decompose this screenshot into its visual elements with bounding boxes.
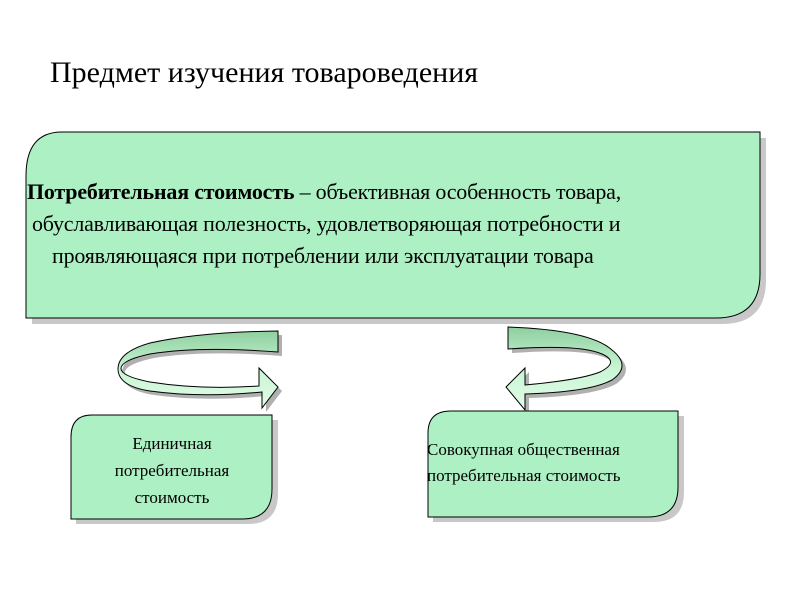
definition-term: Потребительная стоимость: [27, 179, 295, 204]
left-box-label: Единичная потребительная стоимость: [72, 430, 272, 511]
left-box-line-2: потребительная: [114, 461, 230, 480]
slide-title: Предмет изучения товароведения: [50, 56, 479, 89]
right-box: [427, 410, 679, 518]
definition-line-1: Потребительная стоимость – объективная о…: [27, 176, 763, 208]
right-box-label: Совокупная общественная потребительная с…: [427, 437, 689, 489]
definition-line-2: обуславливающая полезность, удовлетворяю…: [32, 211, 621, 236]
definition-line-1-rest: – объективная особенность товара,: [294, 179, 622, 204]
left-box-line-3: стоимость: [134, 488, 210, 507]
right-curved-arrow-icon: [505, 326, 626, 414]
definition-line-3: проявляющаяся при потреблении или эксплу…: [52, 243, 594, 268]
right-box-line-2: потребительная стоимость: [427, 466, 621, 485]
definition-box: [25, 131, 761, 319]
left-curved-arrow-icon: [117, 330, 282, 412]
definition-text: Потребительная стоимость – объективная о…: [27, 176, 763, 272]
left-box-line-1: Единичная: [132, 434, 212, 453]
left-box: [70, 414, 273, 520]
right-box-line-1: Совокупная общественная: [427, 440, 620, 459]
